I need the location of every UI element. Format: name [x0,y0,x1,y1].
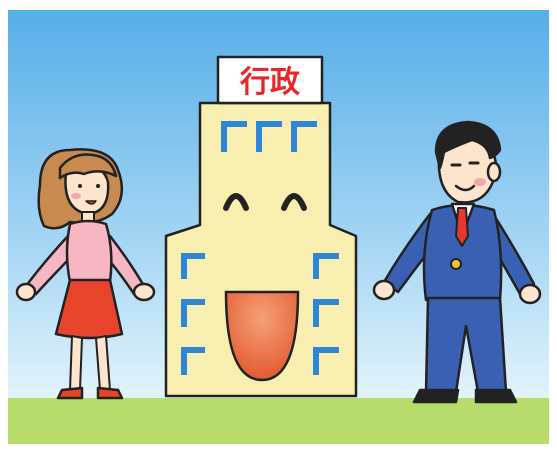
building-sign [216,55,324,105]
woman-shoe [56,386,84,400]
man-cheek [474,178,486,186]
woman-mouth [85,200,97,205]
woman-eye [78,184,82,188]
building-eye-right [281,193,307,211]
window [313,253,339,279]
woman-shoe [96,386,124,400]
government-building [164,55,358,398]
window [181,299,205,327]
woman-cheek [71,193,81,199]
man-badge [450,258,462,270]
window [256,121,282,152]
man-shoe [474,388,518,404]
woman-leg [69,335,83,391]
building-body [164,101,358,398]
building-mouth [224,290,300,382]
man-ear [486,161,502,183]
building-top-windows [221,121,317,152]
window [181,253,205,279]
window [181,347,205,375]
sign-text: 行政 [239,65,300,100]
window [291,121,317,152]
woman-left-hand [15,282,37,302]
man-shoe [412,388,460,404]
woman-bangs [58,153,118,180]
window [313,347,339,375]
man-mouth [454,184,476,192]
woman-figure [15,148,156,400]
woman-eye [96,184,100,188]
window [313,299,339,327]
woman-skirt [54,278,124,340]
man-right-hand [518,283,542,305]
building-eye-left [223,193,249,211]
grass-ground [8,398,549,444]
window [221,121,247,152]
man-tie [455,207,469,247]
woman-right-hand [132,282,156,302]
man-left-hand [372,279,396,301]
woman-shirt [65,219,113,284]
man-figure [372,120,542,404]
man-hair [434,120,502,170]
building-eyes [223,193,307,211]
building-side-windows [181,253,339,375]
